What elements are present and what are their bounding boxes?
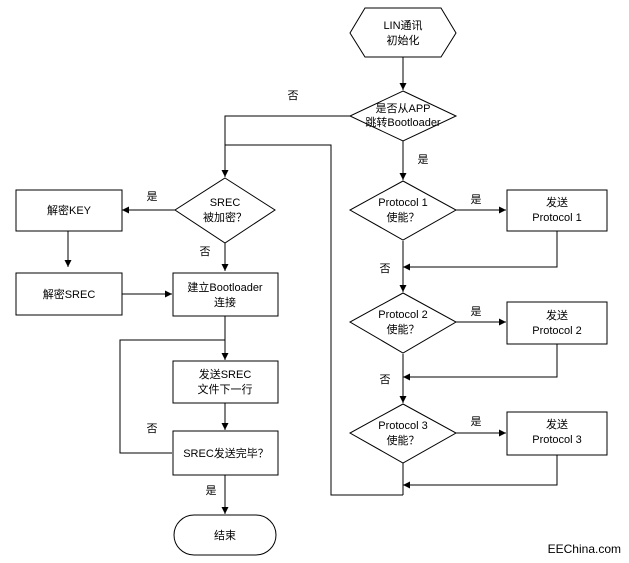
process-send-protocol-3: 发送 Protocol 3 [506, 411, 608, 456]
decision-from-app-line2: 跳转Bootloader [365, 115, 441, 129]
label-p2-no: 否 [380, 374, 391, 386]
decision-srec-done: SREC发送完毕？ [172, 430, 279, 476]
label-srec-done-yes: 是 [206, 484, 217, 497]
process-send-srec-line-line1: 发送SREC [199, 367, 252, 381]
branch-labels: 否 是 是 否 否 是 是 否 是 否 是 [147, 90, 482, 497]
process-send-srec-line-line2: 文件下一行 [198, 382, 253, 396]
label-from-app-no: 否 [288, 90, 299, 102]
decision-protocol-3-line2: 使能？ [387, 433, 420, 447]
label-srec-done-no: 否 [147, 423, 158, 435]
process-connect-bootloader-line2: 连接 [214, 296, 236, 309]
decision-from-app: 是否从APP 跳转Bootloader [348, 90, 458, 142]
decision-srec-done-label: SREC发送完毕？ [183, 446, 269, 460]
arrow-return-to-srec-check [225, 144, 403, 496]
label-p2-yes: 是 [471, 305, 482, 318]
process-send-protocol-2-line2: Protocol 2 [532, 325, 582, 337]
process-decrypt-key-label: 解密KEY [47, 203, 92, 217]
process-send-protocol-1: 发送 Protocol 1 [506, 189, 608, 232]
label-srec-enc-no: 否 [200, 246, 211, 258]
decision-protocol-2-line2: 使能？ [387, 322, 420, 336]
node-lin-init-line2: 初始化 [387, 33, 420, 47]
process-send-srec-line: 发送SREC 文件下一行 [172, 360, 279, 404]
decision-protocol-1: Protocol 1 使能？ [348, 180, 458, 241]
process-decrypt-srec: 解密SREC [15, 272, 123, 316]
process-send-protocol-2: 发送 Protocol 2 [506, 301, 608, 345]
decision-srec-encrypted: SREC 被加密？ [174, 177, 276, 244]
decision-protocol-1-line1: Protocol 1 [378, 197, 428, 209]
arrow-done-no-loop [119, 339, 225, 454]
label-p3-yes: 是 [471, 415, 482, 428]
process-send-protocol-1-line2: Protocol 1 [532, 212, 582, 224]
decision-protocol-2: Protocol 2 使能？ [348, 292, 458, 354]
label-from-app-yes: 是 [418, 153, 429, 166]
decision-protocol-1-line2: 使能？ [387, 210, 420, 224]
process-send-protocol-2-line1: 发送 [546, 308, 568, 322]
decision-protocol-3: Protocol 3 使能？ [348, 403, 458, 464]
decision-protocol-2-line1: Protocol 2 [378, 309, 428, 321]
watermark: EEChina.com [548, 542, 621, 556]
arrow-from-app-no [221, 115, 350, 177]
process-connect-bootloader-line1: 建立Bootloader [187, 280, 263, 294]
process-connect-bootloader: 建立Bootloader 连接 [172, 272, 279, 317]
decision-protocol-3-line1: Protocol 3 [378, 420, 428, 432]
decision-srec-encrypted-line2: 被加密？ [203, 210, 247, 224]
arrow-p3-send-back [403, 455, 558, 489]
label-p1-yes: 是 [471, 193, 482, 206]
label-p1-no: 否 [380, 263, 391, 275]
terminal-end-label: 结束 [214, 529, 236, 542]
process-send-protocol-3-line1: 发送 [546, 417, 568, 431]
terminal-end: 结束 [173, 514, 277, 556]
process-decrypt-key: 解密KEY [15, 189, 123, 232]
decision-srec-encrypted-line1: SREC [210, 197, 241, 209]
connectors [64, 57, 558, 514]
decision-from-app-line1: 是否从APP [375, 102, 430, 115]
process-decrypt-srec-label: 解密SREC [43, 287, 96, 301]
process-send-protocol-1-line1: 发送 [546, 195, 568, 209]
arrow-p1-send-back [403, 231, 558, 271]
arrow-p2-send-back [403, 344, 558, 381]
node-lin-init: LIN通讯 初始化 [349, 7, 457, 58]
process-send-protocol-3-line2: Protocol 3 [532, 434, 582, 446]
node-lin-init-line1: LIN通讯 [383, 19, 422, 32]
label-srec-enc-yes: 是 [147, 190, 158, 203]
